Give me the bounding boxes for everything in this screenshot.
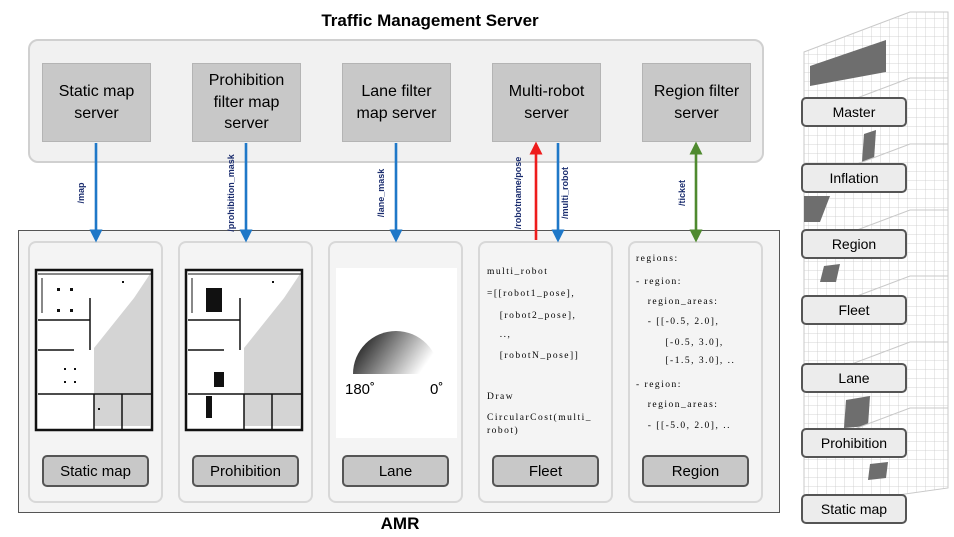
static-map-image (34, 268, 154, 432)
region-code-line-3: region_areas: (640, 297, 719, 307)
fleet-layer-button[interactable]: Fleet (492, 455, 599, 487)
topic-map-label: /map (76, 182, 86, 204)
fleet-code-line-3: [robot2_pose], (492, 311, 577, 321)
stack-label-inflation: Inflation (801, 163, 907, 193)
fleet-code-line-9: robot) (487, 426, 520, 436)
topic-multi-robot-label: /multi_robot (560, 167, 570, 219)
stack-label-static-map: Static map (801, 494, 907, 524)
fleet-code-line-1: multi_robot (487, 267, 549, 277)
multi-robot-server-box: Multi-robot server (492, 63, 601, 142)
region-code-line-2: - region: (636, 277, 682, 287)
region-code-line-5: [-0.5, 3.0], (646, 338, 724, 348)
amr-label: AMR (380, 514, 420, 533)
fleet-code-line-7: Draw (487, 392, 515, 402)
lane-angle-0-label: 0˚ (430, 381, 444, 398)
static-map-layer-button[interactable]: Static map (42, 455, 149, 487)
fleet-code-line-4: .., (492, 330, 512, 340)
prohibition-filter-map-server-box: Prohibition filter map server (192, 63, 301, 142)
diagram-title: Traffic Management Server (321, 11, 539, 30)
fleet-code-line-5: [robotN_pose]] (492, 351, 580, 361)
static-map-server-box: Static map server (42, 63, 151, 142)
stack-label-prohibition: Prohibition (801, 428, 907, 458)
region-code-line-6: [-1.5, 3.0], .. (646, 356, 736, 366)
region-code-line-7: - region: (636, 380, 682, 390)
region-layer-button[interactable]: Region (642, 455, 749, 487)
region-code-line-4: - [[-0.5, 2.0], (640, 317, 720, 327)
stack-label-master: Master (801, 97, 907, 127)
topic-ticket-label: /ticket (677, 180, 687, 207)
stack-label-region: Region (801, 229, 907, 259)
region-code-line-9: - [[-5.0, 2.0], .. (640, 421, 731, 431)
fleet-code-line-2: =[[robot1_pose], (487, 289, 576, 299)
layer-stack-sheets (803, 11, 949, 509)
multi-robot-server-label: Multi-robot server (508, 82, 585, 122)
fleet-code-line-8: CircularCost(multi_ (487, 413, 593, 423)
prohibition-map-image (184, 268, 304, 432)
stack-label-lane: Lane (801, 363, 907, 393)
lane-filter-map-server-box: Lane filter map server (342, 63, 451, 142)
region-code-line-1: regions: (636, 254, 679, 264)
lane-layer-button[interactable]: Lane (342, 455, 449, 487)
region-code-line-8: region_areas: (640, 400, 719, 410)
topic-lane-mask-label: /lane_mask (376, 168, 386, 218)
lane-angle-180-label: 180˚ (345, 381, 376, 398)
topic-prohibition-mask-label: /prohibition_mask (226, 154, 236, 232)
prohibition-filter-map-server-label: Prohibition filter map server (208, 72, 285, 133)
prohibition-layer-button[interactable]: Prohibition (192, 455, 299, 487)
lane-filter-map-server-label: Lane filter map server (356, 82, 437, 122)
static-map-server-label: Static map server (58, 82, 135, 122)
stack-label-fleet: Fleet (801, 295, 907, 325)
topic-robotname-pose-label: /robotname/pose (513, 156, 523, 230)
lane-gradient-semicircle (353, 331, 439, 374)
region-filter-server-box: Region filter server (642, 63, 751, 142)
region-filter-server-label: Region filter server (653, 82, 740, 122)
